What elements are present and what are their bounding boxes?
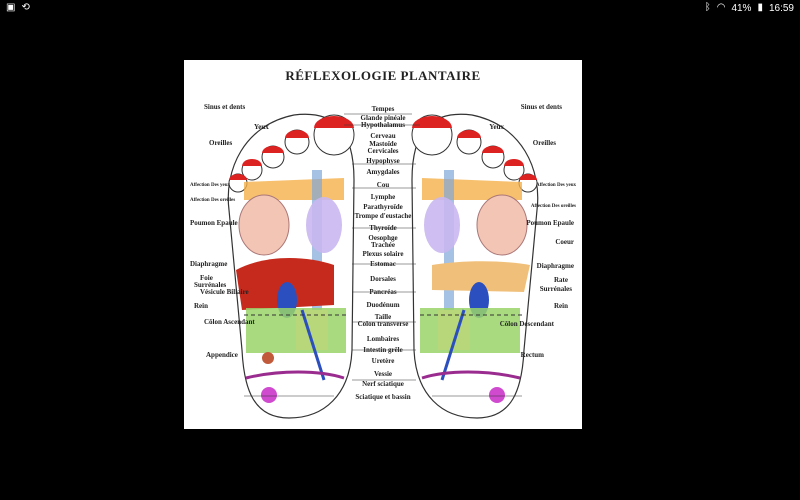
label-right-rectum: Rectum: [521, 351, 544, 359]
label-trachee: Trachée: [371, 241, 395, 249]
label-left-yeux: Yeux: [254, 123, 269, 131]
status-bar: ▣ ⟲ ᛒ ◠ 41% ▮ 16:59: [0, 0, 800, 16]
label-right-surrenales: Surrénales: [540, 285, 573, 293]
label-sciatique: Sciatique et bassin: [355, 393, 410, 401]
label-tempes: Tempes: [372, 105, 395, 113]
label-taille: Taille: [375, 313, 391, 321]
label-right-sinus: Sinus et dents: [521, 103, 563, 111]
label-cerveau: Cerveau: [370, 132, 395, 140]
label-dorsales: Dorsales: [370, 275, 396, 283]
battery-percent: 41%: [731, 2, 752, 14]
label-amygdales: Amygdales: [366, 168, 399, 176]
figure-title: RÉFLEXOLOGIE PLANTAIRE: [285, 68, 481, 83]
label-left-poumon: Poumon Epaule: [190, 219, 238, 227]
center-labels: Tempes Glande pinéale Hypothalamus Cerve…: [355, 105, 412, 401]
clock: 16:59: [768, 2, 794, 14]
label-glande: Glande pinéale: [361, 114, 406, 122]
screen-rotate-icon: ⟲: [21, 2, 30, 13]
left-labels: Sinus et dents Yeux Oreilles Affection D…: [190, 103, 269, 359]
label-right-affection-oreilles: Affection Des oreilles: [531, 204, 576, 209]
right-foot: [411, 113, 539, 419]
label-nerf: Nerf sciatique: [362, 380, 404, 388]
label-right-rate: Rate: [554, 276, 568, 284]
label-right-colon: Côlon Descendant: [500, 320, 555, 328]
leader-lines: [244, 113, 522, 397]
label-trompe: Trompe d'eustache: [355, 212, 412, 220]
wifi-icon: ◠: [716, 2, 726, 13]
label-colon-transverse: Colon transverse: [358, 320, 409, 328]
label-left-sinus: Sinus et dents: [204, 103, 246, 111]
label-right-poumon: Poumon Epaule: [526, 219, 574, 227]
label-left-diaphragme: Diaphragme: [190, 260, 227, 268]
bluetooth-icon: ᛒ: [704, 2, 711, 13]
label-plexus: Plexus solaire: [363, 250, 404, 258]
label-parathyroide: Parathyroïde: [363, 203, 403, 211]
label-cervicales: Cervicales: [367, 147, 398, 155]
label-right-yeux: Yeux: [489, 123, 504, 131]
label-left-colon: Côlon Ascendant: [204, 318, 255, 326]
label-mastoide: Mastoïde: [369, 140, 397, 148]
foot-reflexology-diagram: Sinus et dents Yeux Oreilles Affection D…: [190, 103, 576, 419]
label-lymphe: Lymphe: [371, 193, 396, 201]
label-left-affection-oreilles: Affection Des oreilles: [190, 198, 235, 203]
label-right-oreilles: Oreilles: [533, 139, 556, 147]
label-right-diaphragme: Diaphragme: [537, 262, 574, 270]
label-left-rein: Rein: [194, 302, 208, 310]
label-right-affection-yeux: Affection Des yeux: [536, 183, 576, 188]
image-notification-icon: ▣: [6, 2, 16, 13]
left-foot: [227, 113, 355, 419]
battery-icon: ▮: [757, 2, 763, 13]
right-labels: Sinus et dents Yeux Oreilles Affection D…: [489, 103, 576, 359]
label-left-appendice: Appendice: [206, 351, 238, 359]
label-duodenum: Duodénum: [366, 301, 399, 309]
label-oesophage: Oesophge: [368, 234, 397, 242]
label-vessie: Vessie: [374, 370, 392, 378]
label-hypophyse: Hypophyse: [366, 157, 399, 165]
label-right-coeur: Coeur: [555, 238, 574, 246]
label-left-surrenales: Surrénales: [194, 281, 227, 289]
label-cou: Cou: [377, 181, 390, 189]
label-right-rein: Rein: [554, 302, 568, 310]
label-uretere: Uretère: [372, 357, 395, 365]
label-left-vesicule: Vésicule Biliaire: [200, 288, 249, 296]
label-lombaires: Lombaires: [367, 335, 399, 343]
label-left-foie: Foie: [200, 274, 213, 282]
image-viewer[interactable]: RÉFLEXOLOGIE PLANTAIRE: [184, 60, 582, 429]
label-left-affection-yeux: Affection Des yeux: [190, 183, 230, 188]
label-left-oreilles: Oreilles: [209, 139, 232, 147]
